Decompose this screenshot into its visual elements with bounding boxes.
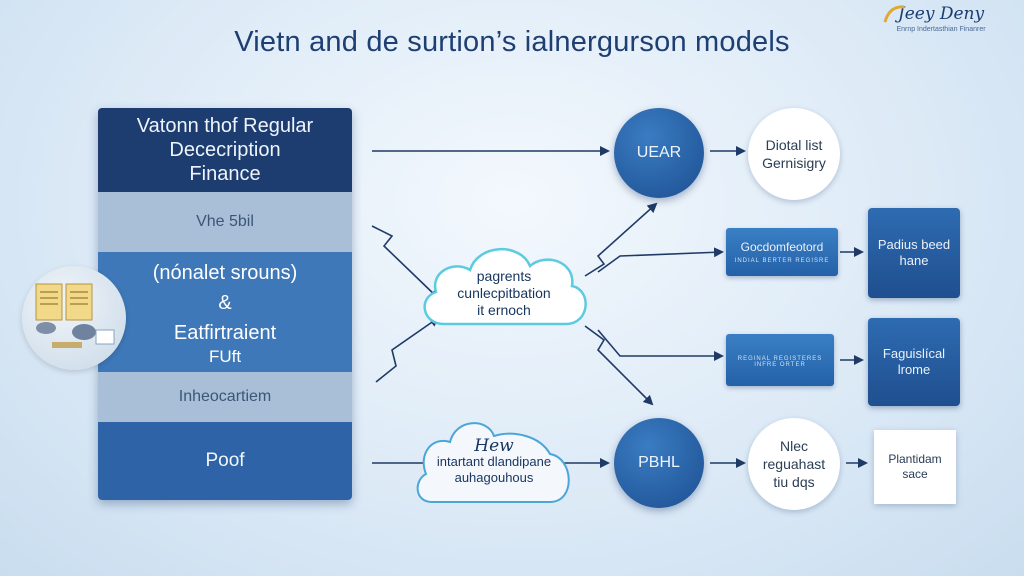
stack-mid-line: Eatfirtraient (173, 322, 277, 344)
node-circle-pbhl: PBHL (614, 418, 704, 508)
right-box-upper: Padius beed hane (868, 208, 960, 298)
mid-box-lower: REGINAL REGISTERES INFRE ORTER (726, 334, 834, 386)
white-circle-top: Diotal list Gernisigry (748, 108, 840, 200)
white-circle-bottom: Nlec reguahast tiu dqs (748, 418, 840, 510)
mid-box-fine-print: REGINAL REGISTERES INFRE ORTER (737, 356, 823, 368)
document-illustration (22, 266, 126, 370)
cloud-line: cunlecpitbation (457, 285, 551, 301)
mid-box-fine-print: INDIAL BERTER REGISRE (734, 258, 830, 264)
stack-header-line: Finance (189, 163, 261, 185)
mid-box-upper: Gocdomfeotord INDIAL BERTER REGISRE (726, 228, 838, 276)
node-circle-label: UEAR (636, 144, 682, 161)
cloud-title: Hew (474, 436, 514, 456)
page-title: Vietn and de surtion’s ialnergurson mode… (234, 26, 790, 58)
stack-light-label-1: Vhe 5bil (196, 213, 254, 230)
right-box-line: sace (902, 467, 928, 481)
arrow-into-cloud-lower (375, 316, 440, 383)
cloud-line: intartant dlandipane (436, 454, 552, 469)
arrow-to-lower-mid-box (597, 329, 724, 361)
white-circle-line: Nlec (779, 438, 808, 454)
right-box-line: hane (899, 253, 929, 268)
cloud-line: auhagouhous (454, 470, 534, 485)
stack-header-line: Vatonn thof Regular (136, 115, 314, 137)
stack-mid-line: (nónalet srouns) (152, 262, 298, 284)
white-circle-line: Gernisigry (762, 155, 826, 171)
stack-light-band-1: Vhe 5bil (98, 192, 352, 252)
documents-icon (35, 283, 115, 348)
right-box-bottom: Plantidam sace (874, 430, 956, 504)
right-box-middle: Faguislícal lrome (868, 318, 960, 406)
bottom-cloud: Hew intartant dlandipane auhagouhous (410, 414, 578, 508)
right-box-line: lrome (897, 362, 931, 377)
brand-logo: Jeey Deny Enrnp Indertasthian Finanrer (883, 4, 996, 33)
logo-text: Jeey Deny (897, 4, 985, 24)
arrow-cloud-down (584, 325, 654, 406)
cloud-shape-icon (416, 422, 570, 503)
stack-mid-block: (nónalet srouns) & Eatfirtraient FUft (98, 252, 352, 372)
stack-bottom-label: Poof (205, 450, 245, 471)
arrow-cloud-up (584, 202, 658, 277)
left-stack: Vatonn thof Regular Dececription Finance… (98, 108, 352, 500)
center-cloud: pagrents cunlecpitbation it ernoch (416, 238, 592, 330)
logo-swoosh-icon (883, 5, 905, 23)
right-box-line: Plantidam (888, 452, 942, 466)
arrow-into-cloud-upper (371, 225, 440, 300)
right-box-line: Padius beed (877, 237, 951, 252)
stack-light-band-2: Inheocartiem (98, 372, 352, 422)
node-circle-uear: UEAR (614, 108, 704, 198)
cloud-shape-icon (423, 248, 587, 326)
mid-box-label: Gocdomfeotord (740, 240, 824, 254)
stack-light-label-2: Inheocartiem (178, 388, 272, 405)
cloud-line: pagrents (476, 268, 532, 284)
stack-mid-line: FUft (208, 347, 242, 366)
white-circle-line: Diotal list (765, 137, 823, 153)
stack-header: Vatonn thof Regular Dececription Finance (98, 108, 352, 192)
cloud-line: it ernoch (477, 302, 531, 318)
stack-mid-line: & (218, 292, 232, 314)
logo-subtext: Enrnp Indertasthian Finanrer (896, 26, 986, 33)
white-circle-line: tiu dqs (773, 474, 815, 490)
stack-bottom-block: Poof (98, 422, 352, 500)
white-circle-line: reguahast (762, 456, 826, 472)
stack-header-line: Dececription (169, 139, 281, 161)
arrow-to-upper-mid-box (597, 247, 724, 273)
node-circle-label: PBHL (638, 454, 680, 471)
right-box-line: Faguislícal (882, 346, 946, 361)
